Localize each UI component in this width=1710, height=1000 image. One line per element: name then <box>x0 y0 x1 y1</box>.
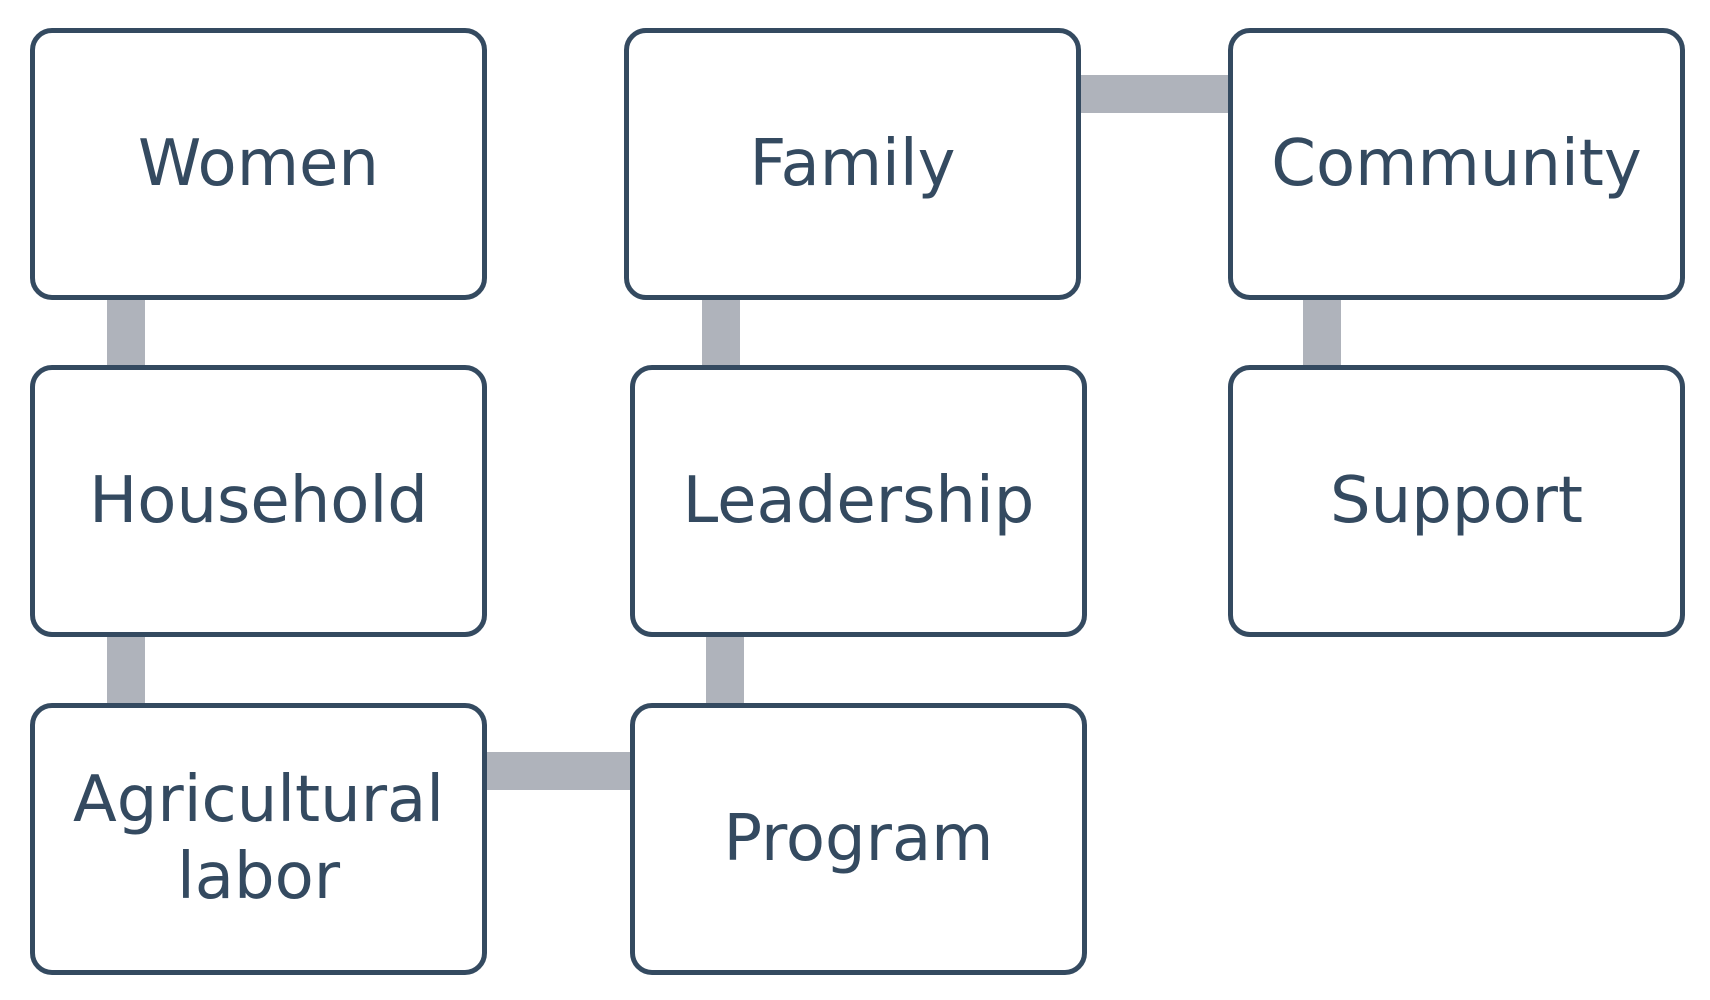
connector-household-agricultural-labor <box>107 630 145 710</box>
connector-women-household <box>107 290 145 370</box>
node-women-label: Women <box>138 126 379 201</box>
connector-agricultural-labor-program <box>483 752 633 790</box>
connector-community-support <box>1303 290 1341 370</box>
node-household: Household <box>30 365 487 637</box>
node-support-label: Support <box>1330 463 1583 538</box>
node-community: Community <box>1228 28 1685 300</box>
node-support: Support <box>1228 365 1685 637</box>
node-program: Program <box>630 703 1087 975</box>
node-community-label: Community <box>1271 126 1642 201</box>
node-leadership-label: Leadership <box>682 463 1035 538</box>
connector-family-community <box>1075 75 1235 113</box>
connector-program-leadership <box>706 630 744 710</box>
connector-leadership-family <box>702 290 740 370</box>
node-household-label: Household <box>89 463 428 538</box>
node-women: Women <box>30 28 487 300</box>
node-family: Family <box>624 28 1081 300</box>
node-agricultural-labor: Agricultural labor <box>30 703 487 975</box>
node-leadership: Leadership <box>630 365 1087 637</box>
node-program-label: Program <box>723 801 994 876</box>
node-agricultural-labor-label: Agricultural labor <box>73 763 444 914</box>
node-family-label: Family <box>749 126 956 201</box>
